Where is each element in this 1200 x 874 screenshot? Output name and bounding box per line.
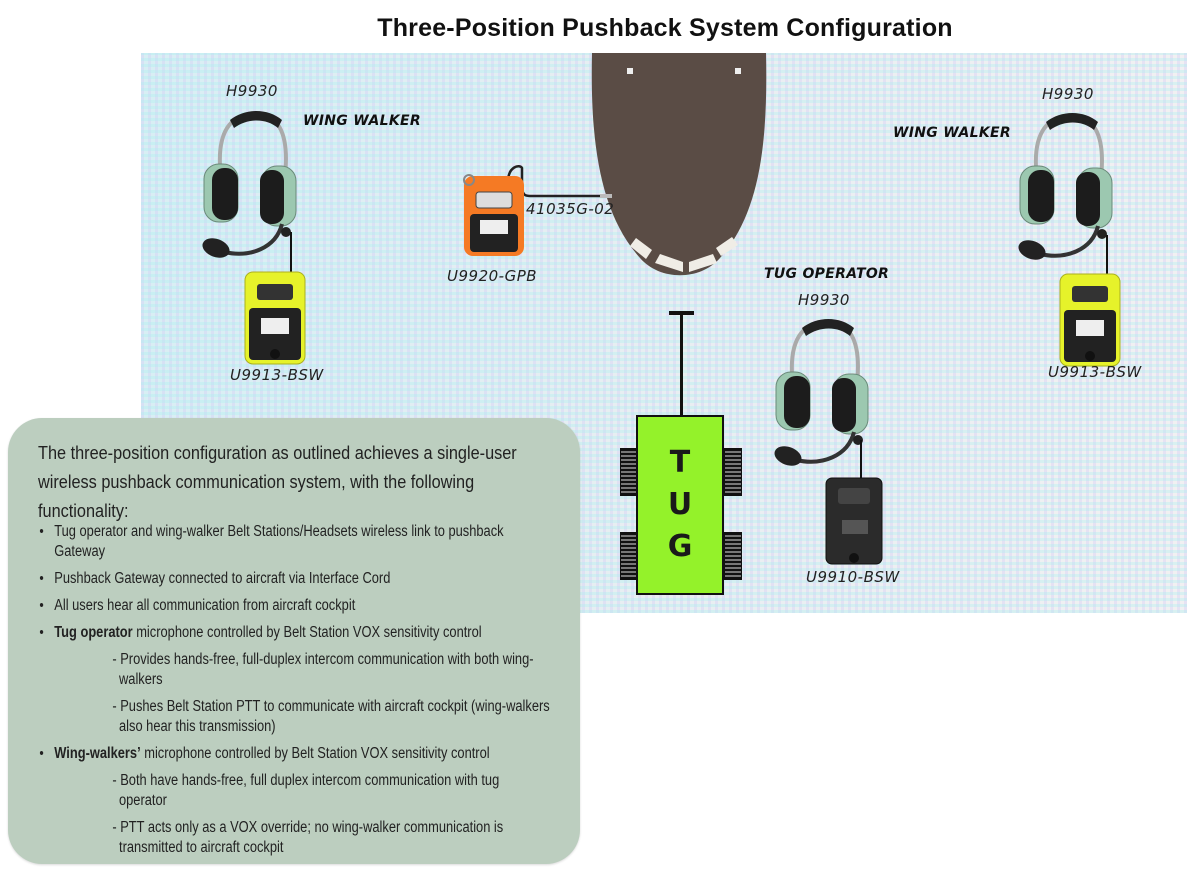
- gateway-model: U9920-GPB: [447, 267, 538, 285]
- list-item: Pushback Gateway connected to aircraft v…: [36, 569, 551, 589]
- list-item-text: microphone controlled by Belt Station VO…: [132, 624, 482, 641]
- belt-station-tug: [825, 477, 883, 565]
- aircraft-windshield: [630, 237, 738, 272]
- headset-right-model: H9930: [1042, 85, 1094, 103]
- aircraft-window-right: [735, 68, 741, 74]
- list-item-emphasis: Wing-walkers’: [54, 745, 141, 762]
- headset-tug: [769, 317, 870, 472]
- wing-walker-left-role: WING WALKER: [303, 113, 421, 129]
- list-subitem: - Both have hands-free, full duplex inte…: [36, 771, 551, 811]
- cable-left: [290, 232, 292, 272]
- towbar: [680, 313, 683, 415]
- pushback-gateway: [463, 165, 612, 256]
- belt-station-right-model: U9913-BSW: [1048, 363, 1142, 381]
- list-item-text: - Provides hands-free, full-duplex inter…: [112, 651, 534, 688]
- list-item-text: - Pushes Belt Station PTT to communicate…: [112, 698, 550, 735]
- list-item: Tug operator and wing-walker Belt Statio…: [36, 522, 551, 562]
- belt-station-right: [1059, 273, 1121, 367]
- list-item-text: All users hear all communication from ai…: [54, 597, 356, 614]
- list-item-text: Pushback Gateway connected to aircraft v…: [54, 570, 391, 587]
- tug-operator-role: TUG OPERATOR: [764, 266, 890, 282]
- diagram-title: Three-Position Pushback System Configura…: [377, 14, 953, 42]
- aircraft-nose: [591, 53, 767, 276]
- list-item: All users hear all communication from ai…: [36, 596, 551, 616]
- functionality-list: Tug operator and wing-walker Belt Statio…: [36, 522, 551, 865]
- cable-right: [1106, 235, 1108, 275]
- tug-wheel-rear-right: [724, 532, 742, 580]
- belt-station-left: [244, 271, 306, 365]
- tug-vehicle: TUG: [636, 415, 724, 595]
- aircraft-fuselage: [591, 53, 767, 276]
- list-subitem: - Provides hands-free, full-duplex inter…: [36, 650, 551, 690]
- list-subitem: - Pushes Belt Station PTT to communicate…: [36, 697, 551, 737]
- wing-walker-right-role: WING WALKER: [893, 125, 1011, 141]
- list-subitem: - PTT acts only as a VOX override; no wi…: [36, 818, 551, 858]
- list-item: Wing-walkers’ microphone controlled by B…: [36, 744, 551, 764]
- list-item: Tug operator microphone controlled by Be…: [36, 623, 551, 643]
- description-intro: The three-position configuration as outl…: [38, 442, 517, 521]
- headset-left-model: H9930: [226, 82, 278, 100]
- list-item-text: - Both have hands-free, full duplex inte…: [112, 772, 500, 809]
- headset-left: [197, 109, 298, 264]
- interface-cord-model: 41035G-02: [526, 200, 615, 218]
- list-item-text: Tug operator and wing-walker Belt Statio…: [54, 523, 504, 560]
- cable-tug: [860, 440, 862, 480]
- tug-wheel-front-right: [724, 448, 742, 496]
- belt-station-left-model: U9913-BSW: [230, 366, 324, 384]
- description-panel: The three-position configuration as outl…: [8, 418, 580, 864]
- list-item-text: microphone controlled by Belt Station VO…: [140, 745, 490, 762]
- list-item-text: - PTT acts only as a VOX override; no wi…: [112, 819, 504, 856]
- tug-label: TUG: [667, 445, 693, 564]
- list-item-emphasis: Tug operator: [54, 624, 133, 641]
- headset-right: [1013, 111, 1114, 266]
- belt-station-tug-model: U9910-BSW: [806, 568, 900, 586]
- headset-tug-model: H9930: [798, 291, 850, 309]
- aircraft-window-left: [627, 68, 633, 74]
